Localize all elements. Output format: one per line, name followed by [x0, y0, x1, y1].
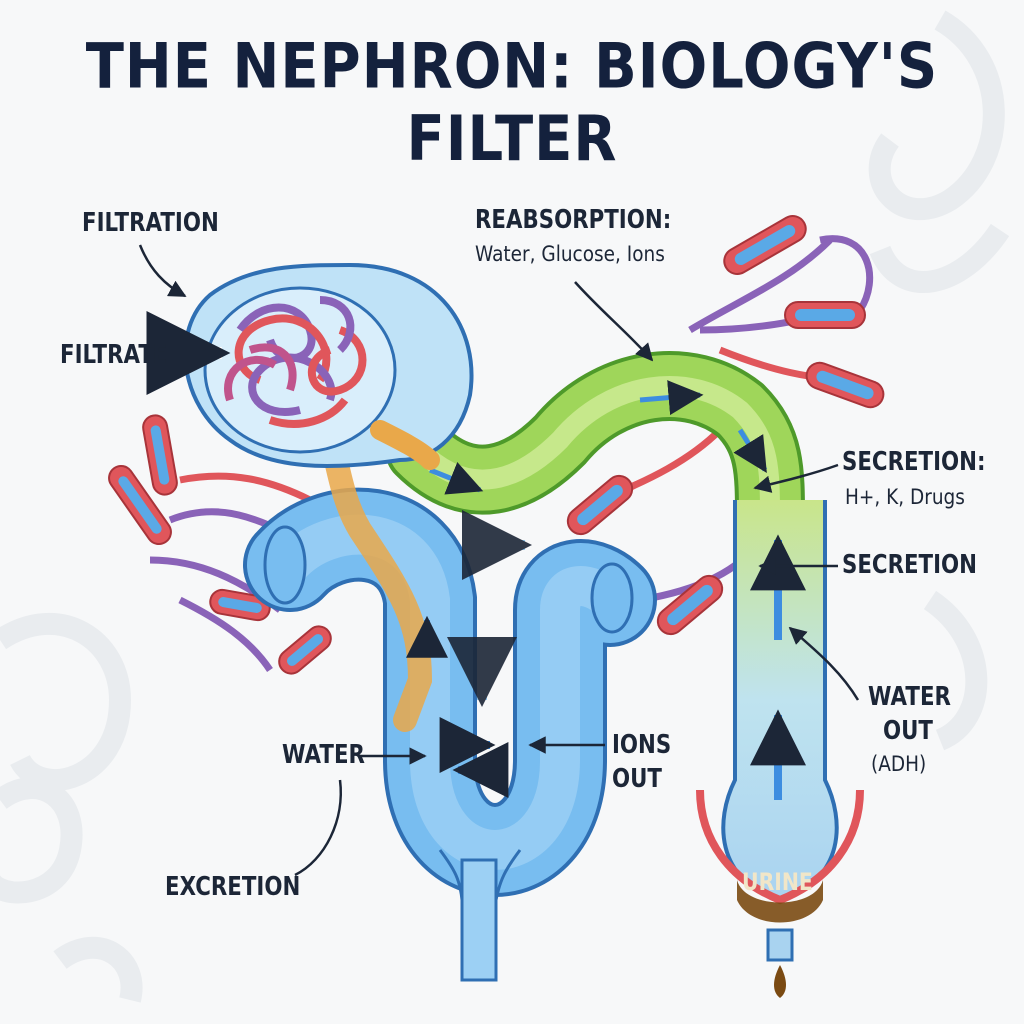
label-water-out-2: OUT	[883, 716, 933, 746]
glomerulus	[224, 296, 367, 428]
label-water: WATER	[282, 740, 365, 770]
label-reabsorption-detail: Water, Glucose, Ions	[475, 242, 665, 266]
label-ions-out-1: IONS	[612, 730, 672, 760]
label-excretion: EXCRETION	[165, 872, 301, 902]
label-urine: URINE	[742, 868, 813, 896]
peritubular-capillaries-right	[566, 215, 885, 636]
label-secretion: SECRETION	[842, 550, 977, 580]
label-secretion-title: SECRETION:	[842, 447, 986, 477]
background-swirls	[0, 10, 1010, 1003]
label-secretion-detail: H+, K, Drugs	[845, 485, 965, 509]
label-water-out-1: WATER	[868, 682, 951, 712]
page-title: THE NEPHRON: BIOLOGY'S FILTER	[85, 30, 939, 176]
peritubular-capillaries-left	[108, 414, 332, 675]
bowmans-capsule	[183, 262, 474, 470]
loop-flow-arrows	[406, 510, 532, 798]
distal-tubule	[385, 351, 805, 555]
label-filtration: FILTRATION	[82, 208, 219, 238]
label-water-out-3: (ADH)	[871, 752, 927, 776]
label-ions-out-2: OUT	[612, 764, 662, 794]
label-reabsorption-title: REABSORPTION:	[475, 205, 672, 235]
leader-lines	[138, 244, 860, 877]
collecting-duct	[696, 500, 864, 998]
label-filtrate: FILTRATE	[60, 340, 168, 370]
